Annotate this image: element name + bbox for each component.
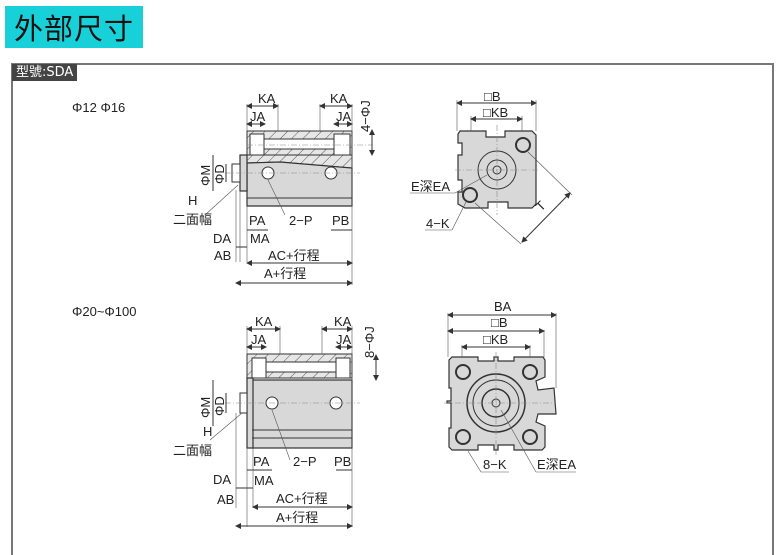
dim-pb: PB — [332, 213, 349, 228]
dim-j: 4−ΦJ — [358, 100, 373, 132]
dim-da: DA — [213, 231, 231, 246]
dim-ab-2: AB — [217, 492, 234, 507]
dimension-drawing: Φ12 Φ16 KA KA JA JA 4−ΦJ ΦM ΦD H 二面幅 — [72, 89, 576, 529]
dim-d: ΦD — [212, 164, 227, 184]
dim-j-2: 8−ΦJ — [362, 326, 377, 358]
dim-ba: BA — [494, 299, 512, 314]
dim-flats: 二面幅 — [173, 212, 212, 227]
dim-b-2: □B — [491, 315, 508, 330]
front-view-large — [444, 312, 576, 473]
dim-pb-2: PB — [334, 454, 351, 469]
dim-kb-2: □KB — [483, 332, 508, 347]
dim-b: □B — [484, 89, 501, 104]
dim-e-2: E深EA — [537, 457, 576, 472]
dim-ka-right: KA — [330, 91, 348, 106]
dim-da-2: DA — [213, 472, 231, 487]
section-title: 外部尺寸 — [5, 6, 143, 48]
dim-ab: AB — [214, 248, 231, 263]
title-text: 外部尺寸 — [13, 12, 134, 46]
dim-ja-right: JA — [336, 109, 352, 124]
dim-t: T — [533, 198, 549, 214]
dim-a-2: A+行程 — [276, 510, 318, 525]
drawing-frame — [11, 63, 774, 555]
model-label: 型號:SDA — [12, 64, 78, 81]
dim-ac: AC+行程 — [268, 248, 320, 263]
dim-m-2: ΦM — [198, 397, 213, 418]
dim-d-2: ΦD — [212, 396, 227, 416]
dim-pa-2: PA — [253, 454, 270, 469]
dim-ac-2: AC+行程 — [276, 491, 328, 506]
dim-h-2: H — [203, 424, 212, 439]
dim-m: ΦM — [198, 165, 213, 186]
dim-kb: □KB — [483, 105, 508, 120]
dim-ka-left: KA — [258, 91, 276, 106]
dim-k: 4−K — [426, 216, 450, 231]
dim-ja-left-2: JA — [251, 332, 267, 347]
side-view-small — [204, 103, 375, 286]
dim-flats-2: 二面幅 — [173, 443, 212, 458]
size-label-bottom: Φ20~Φ100 — [72, 304, 137, 319]
side-view-large — [209, 326, 379, 529]
dim-ma: MA — [250, 231, 270, 246]
dim-ma-2: MA — [254, 473, 274, 488]
dim-ka-left-2: KA — [255, 314, 273, 329]
size-label-top: Φ12 Φ16 — [72, 100, 125, 115]
dim-ja-left: JA — [250, 109, 266, 124]
dim-ka-right-2: KA — [334, 314, 352, 329]
dim-p: 2−P — [289, 213, 313, 228]
dim-ja-right-2: JA — [336, 332, 352, 347]
dim-e: E深EA — [411, 179, 450, 194]
dim-a: A+行程 — [264, 266, 306, 281]
dim-pa: PA — [249, 213, 266, 228]
front-view-small — [410, 100, 573, 245]
dim-k-2: 8−K — [483, 457, 507, 472]
dim-h: H — [188, 193, 197, 208]
dim-p-2: 2−P — [293, 454, 317, 469]
